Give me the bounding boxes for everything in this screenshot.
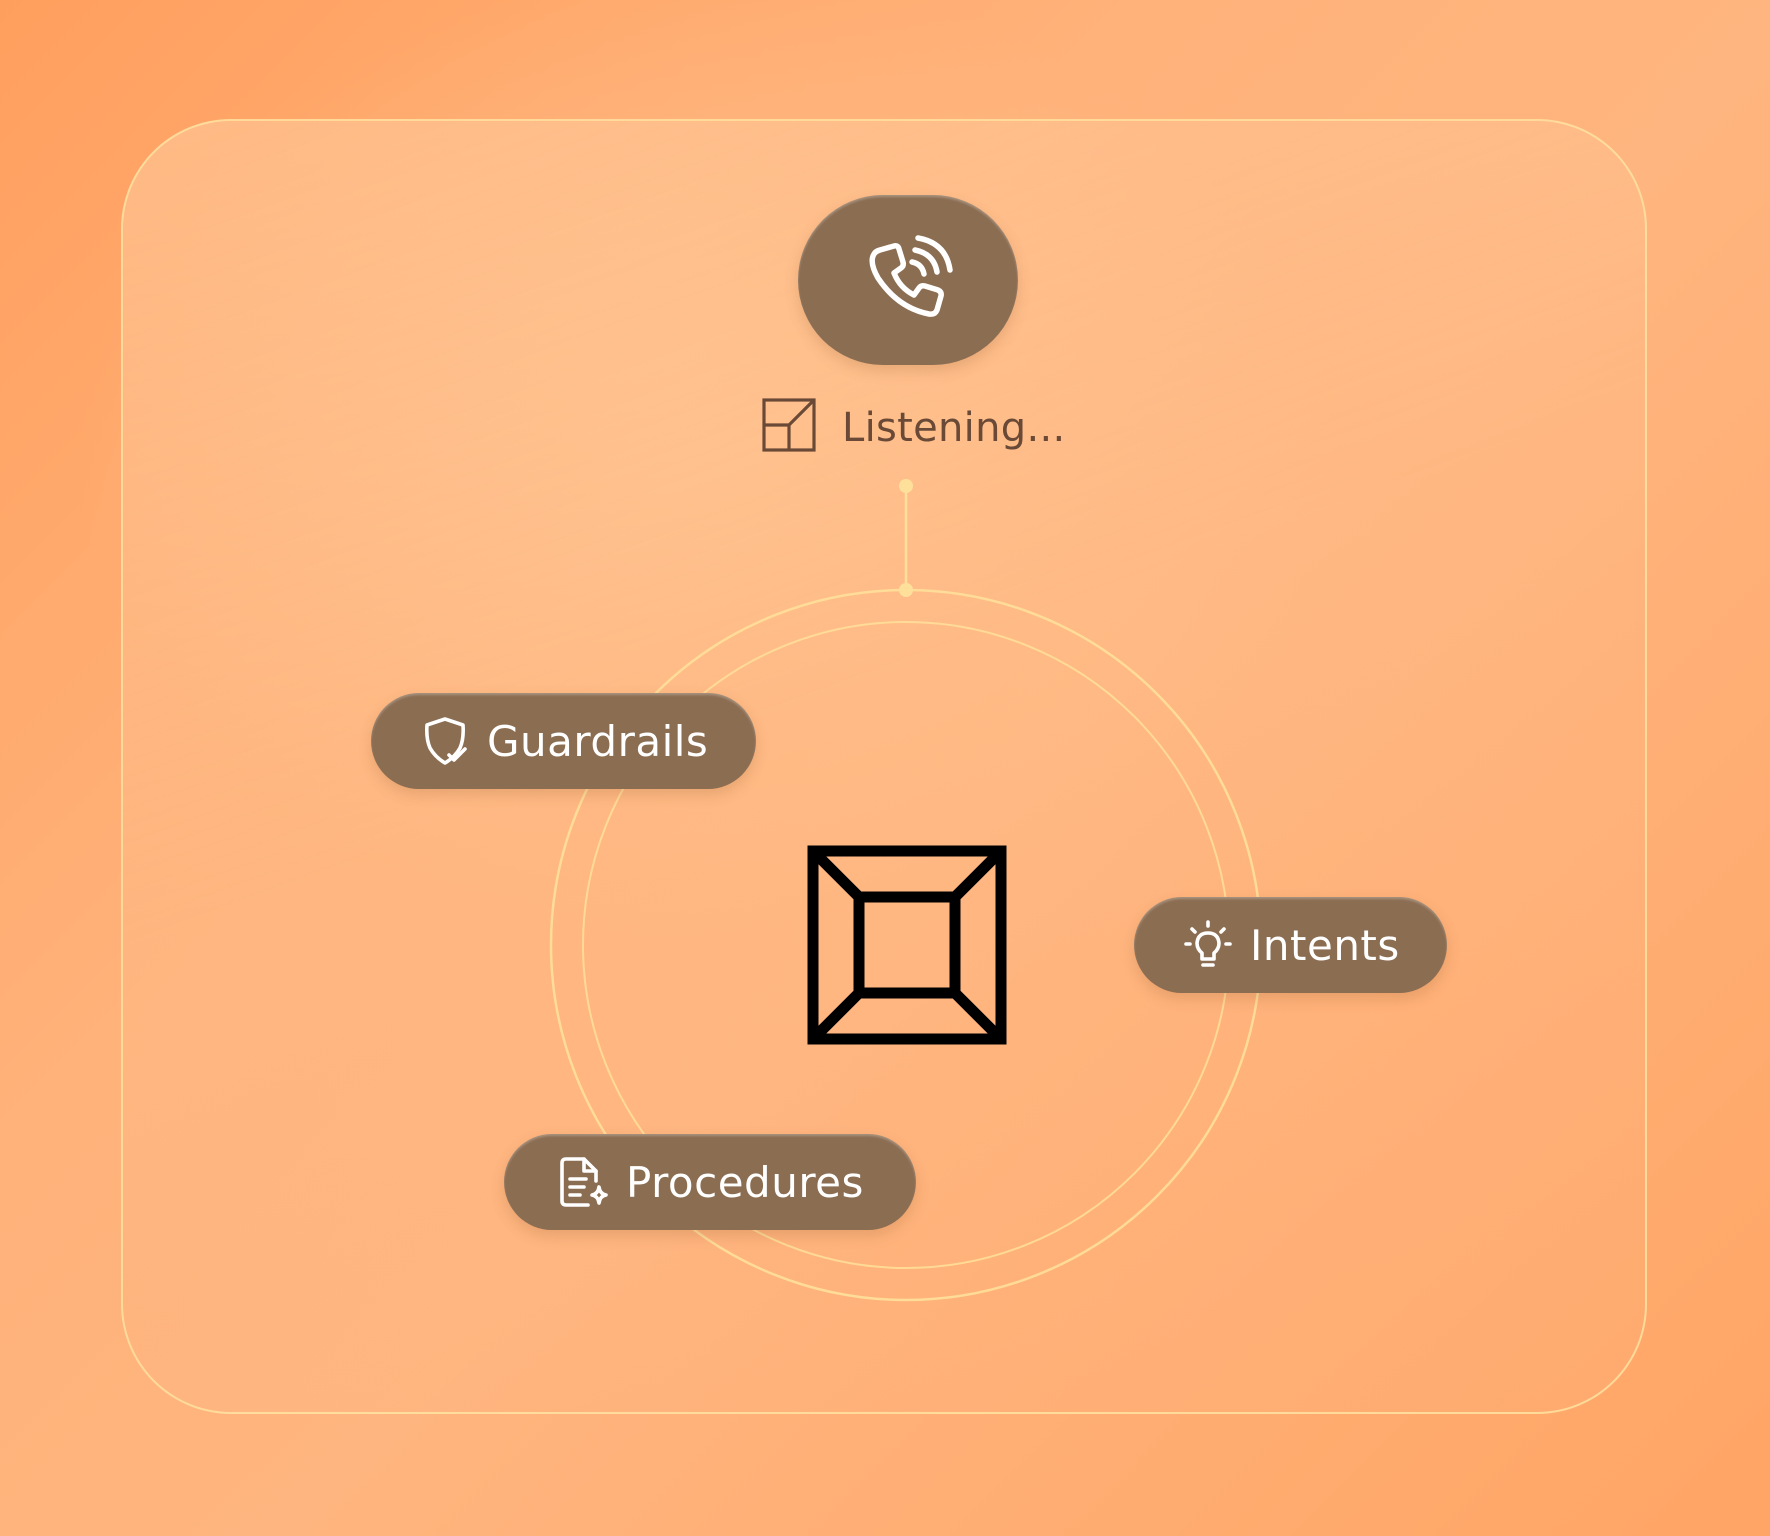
intents-chip[interactable]: Intents [1134,897,1447,993]
intents-label: Intents [1250,920,1400,970]
procedures-label: Procedures [626,1157,864,1207]
phone-ringing-icon [858,228,958,333]
status-label: Listening... [842,404,1066,451]
document-sparkle-icon [558,1155,610,1209]
guardrails-chip[interactable]: Guardrails [371,693,756,789]
connector-dot-ring [899,583,913,597]
guardrails-label: Guardrails [487,716,709,766]
procedures-chip[interactable]: Procedures [504,1134,916,1230]
lightbulb-icon [1182,919,1234,971]
framed-square-logo-icon [807,845,1007,1045]
connector-dot-top [899,479,913,493]
layout-icon [762,398,816,457]
listening-status: Listening... [762,398,1065,457]
shield-check-icon [419,715,471,767]
call-button[interactable] [798,195,1018,365]
